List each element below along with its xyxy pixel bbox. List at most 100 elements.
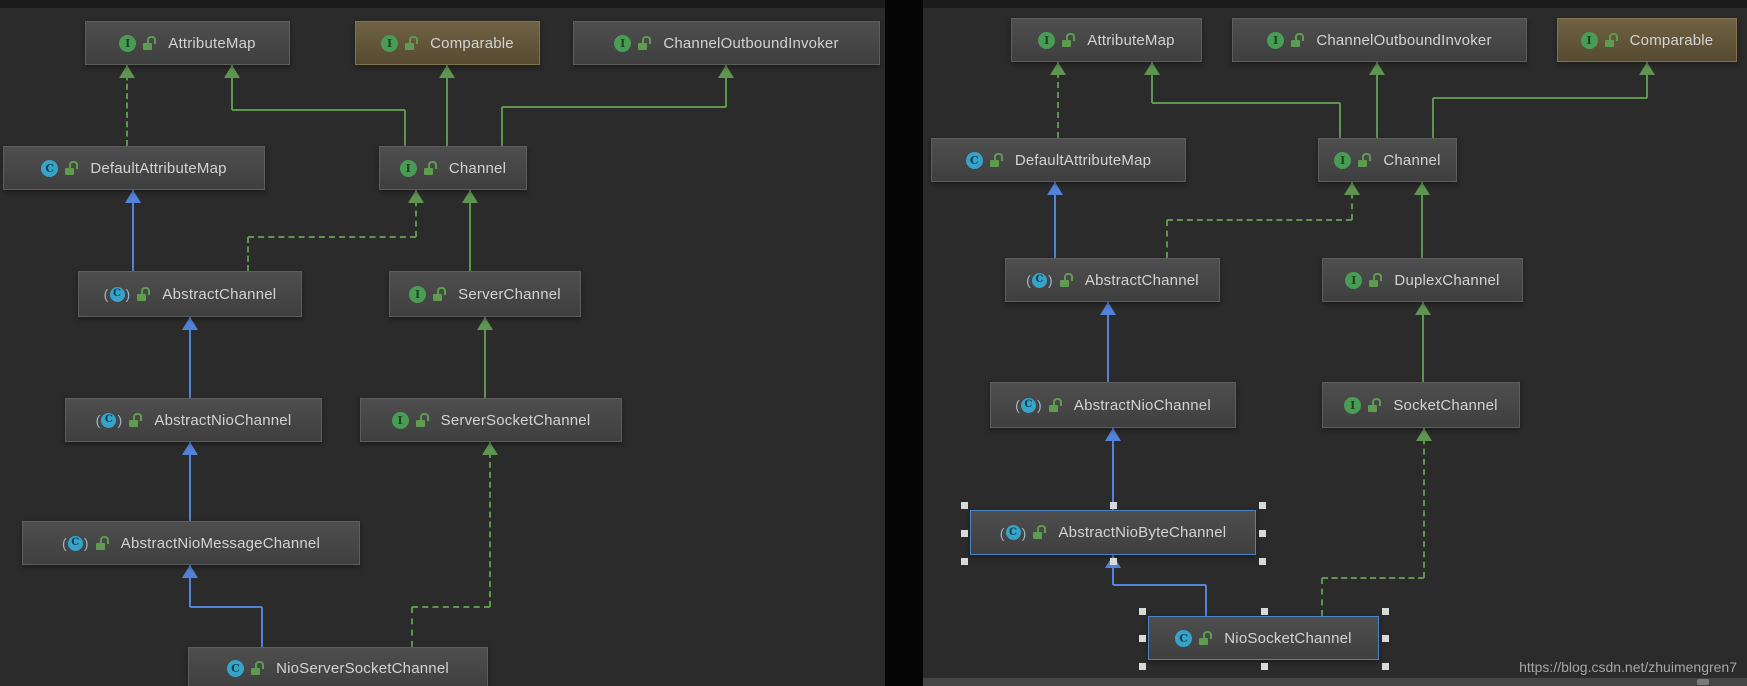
edge-extends-interface-channel-to-attribute-map — [404, 110, 406, 146]
arrowhead-abstract-channel-to-channel — [1344, 182, 1360, 195]
edge-extends-class-nio-socket-channel-to-abstract-nio-byte-channel — [1113, 584, 1206, 586]
edge-extends-interface-channel-to-attribute-map — [1151, 62, 1153, 103]
interface-icon: I — [399, 159, 417, 177]
class-node-abstract-nio-byte-channel[interactable]: (C)AbstractNioByteChannel — [970, 510, 1256, 555]
edge-extends-class-abstract-channel-to-default-attribute-map — [132, 190, 134, 271]
panel-divider — [885, 0, 923, 686]
arrowhead-nio-server-socket-channel-to-abstract-nio-message-channel — [182, 565, 198, 578]
watermark-text: https://blog.csdn.net/zhuimengren7 — [1519, 659, 1737, 675]
class-node-comparable[interactable]: I Comparable — [355, 21, 540, 65]
class-node-label: ChannelOutboundInvoker — [663, 34, 839, 52]
class-node-label: SocketChannel — [1393, 396, 1498, 414]
class-node-channel-outbound-invoker[interactable]: I ChannelOutboundInvoker — [573, 21, 880, 65]
arrowhead-abstract-nio-message-channel-to-abstract-nio-channel — [182, 442, 198, 455]
selection-handle[interactable] — [1139, 663, 1146, 670]
selection-handle[interactable] — [1139, 608, 1146, 615]
left-diagram-panel[interactable] — [0, 8, 885, 686]
selection-handle[interactable] — [961, 558, 968, 565]
class-node-abstract-channel[interactable]: (C)AbstractChannel — [1005, 258, 1220, 302]
selection-handle[interactable] — [1259, 502, 1266, 509]
class-node-label: AttributeMap — [168, 34, 256, 52]
top-strip — [0, 0, 1747, 8]
class-node-label: NioSocketChannel — [1224, 629, 1352, 647]
scrollbar-glyph[interactable] — [1697, 679, 1709, 685]
interface-icon: I — [1334, 151, 1352, 169]
selection-handle[interactable] — [1260, 608, 1268, 615]
class-icon: C — [965, 151, 983, 169]
selection-handle[interactable] — [1382, 608, 1389, 615]
interface-icon: I — [1038, 31, 1056, 49]
edge-extends-class-nio-socket-channel-to-abstract-nio-byte-channel — [1205, 585, 1207, 616]
arrowhead-default-attribute-map-to-attribute-map — [1050, 62, 1066, 75]
edge-extends-interface-channel-to-channel-outbound-invoker — [501, 107, 503, 146]
selection-handle[interactable] — [1110, 558, 1117, 565]
selection-handle[interactable] — [961, 502, 968, 509]
public-lock-icon — [638, 35, 652, 51]
selection-handle[interactable] — [1259, 529, 1266, 537]
class-node-socket-channel[interactable]: I SocketChannel — [1322, 382, 1520, 428]
arrowhead-abstract-channel-to-default-attribute-map — [125, 190, 141, 203]
edge-implements-nio-socket-channel-to-socket-channel — [1423, 428, 1425, 578]
horizontal-scrollbar-strip[interactable] — [923, 677, 1747, 686]
edge-extends-interface-channel-to-attribute-map — [231, 65, 233, 110]
edge-extends-interface-channel-to-comparable — [446, 65, 448, 146]
arrowhead-abstract-channel-to-channel — [408, 190, 424, 203]
interface-icon: I — [1344, 396, 1362, 414]
edge-implements-nio-socket-channel-to-socket-channel — [1322, 577, 1424, 579]
edge-implements-nio-server-socket-channel-to-server-socket-channel — [412, 606, 490, 608]
edge-implements-default-attribute-map-to-attribute-map — [1057, 62, 1059, 138]
edge-extends-interface-socket-channel-to-duplex-channel — [1422, 302, 1424, 382]
arrowhead-channel-to-comparable — [1639, 62, 1655, 75]
public-lock-icon — [415, 412, 429, 428]
public-lock-icon — [1358, 152, 1372, 168]
abstract-class-icon: (C) — [61, 535, 89, 551]
selection-handle[interactable] — [1382, 663, 1389, 670]
arrowhead-channel-to-attribute-map — [1144, 62, 1160, 75]
edge-extends-class-nio-server-socket-channel-to-abstract-nio-message-channel — [261, 607, 263, 647]
arrowhead-nio-server-socket-channel-to-server-socket-channel — [482, 442, 498, 455]
selection-handle[interactable] — [961, 529, 968, 537]
class-node-abstract-nio-channel[interactable]: (C)AbstractNioChannel — [990, 382, 1236, 428]
public-lock-icon — [1059, 272, 1073, 288]
interface-icon: I — [614, 34, 632, 52]
edge-implements-abstract-channel-to-channel — [248, 236, 416, 238]
selection-handle[interactable] — [1382, 635, 1389, 642]
class-node-abstract-nio-channel[interactable]: (C)AbstractNioChannel — [65, 398, 322, 442]
class-node-label: DefaultAttributeMap — [90, 159, 227, 177]
interface-icon: I — [1267, 31, 1285, 49]
class-node-label: Comparable — [430, 34, 514, 52]
edge-extends-interface-channel-to-attribute-map — [1152, 102, 1340, 104]
selection-handle[interactable] — [1260, 663, 1268, 670]
edge-implements-nio-server-socket-channel-to-server-socket-channel — [489, 442, 491, 607]
public-lock-icon — [137, 286, 151, 302]
public-lock-icon — [1062, 32, 1076, 48]
edge-implements-nio-server-socket-channel-to-server-socket-channel — [411, 607, 413, 647]
class-node-abstract-nio-message-channel[interactable]: (C)AbstractNioMessageChannel — [22, 521, 360, 565]
edge-extends-interface-channel-to-channel-outbound-invoker — [725, 65, 727, 107]
interface-icon: I — [381, 34, 399, 52]
arrowhead-nio-socket-channel-to-socket-channel — [1416, 428, 1432, 441]
selection-handle[interactable] — [1110, 502, 1117, 509]
arrowhead-channel-to-channel-outbound-invoker — [718, 65, 734, 78]
selection-handle[interactable] — [1259, 558, 1266, 565]
right-diagram-panel[interactable] — [923, 8, 1747, 686]
public-lock-icon — [1033, 525, 1047, 540]
selection-handle[interactable] — [1139, 635, 1146, 642]
public-lock-icon — [1199, 630, 1213, 646]
edge-extends-class-abstract-nio-message-channel-to-abstract-nio-channel — [189, 442, 191, 521]
class-node-abstract-channel[interactable]: (C)AbstractChannel — [78, 271, 302, 317]
